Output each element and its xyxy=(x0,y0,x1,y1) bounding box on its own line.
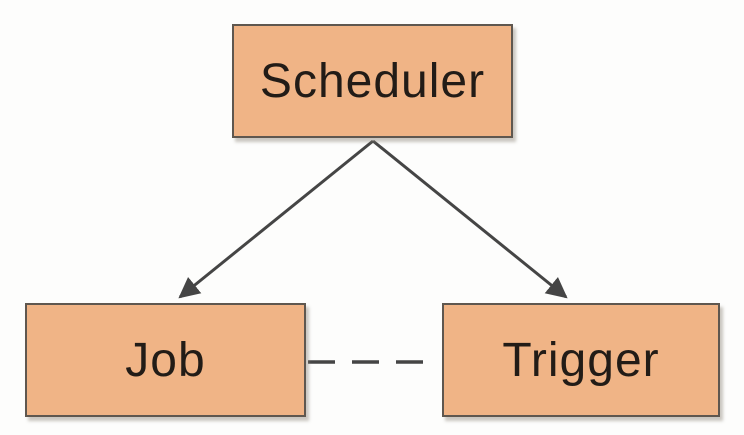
node-scheduler-label: Scheduler xyxy=(259,54,486,108)
edge-scheduler-to-trigger xyxy=(372,139,568,299)
node-trigger: Trigger xyxy=(442,303,720,417)
node-scheduler: Scheduler xyxy=(232,24,513,138)
edge-scheduler-to-job xyxy=(178,139,374,299)
node-job: Job xyxy=(25,303,306,417)
node-job-label: Job xyxy=(125,333,206,387)
node-trigger-label: Trigger xyxy=(502,333,660,387)
